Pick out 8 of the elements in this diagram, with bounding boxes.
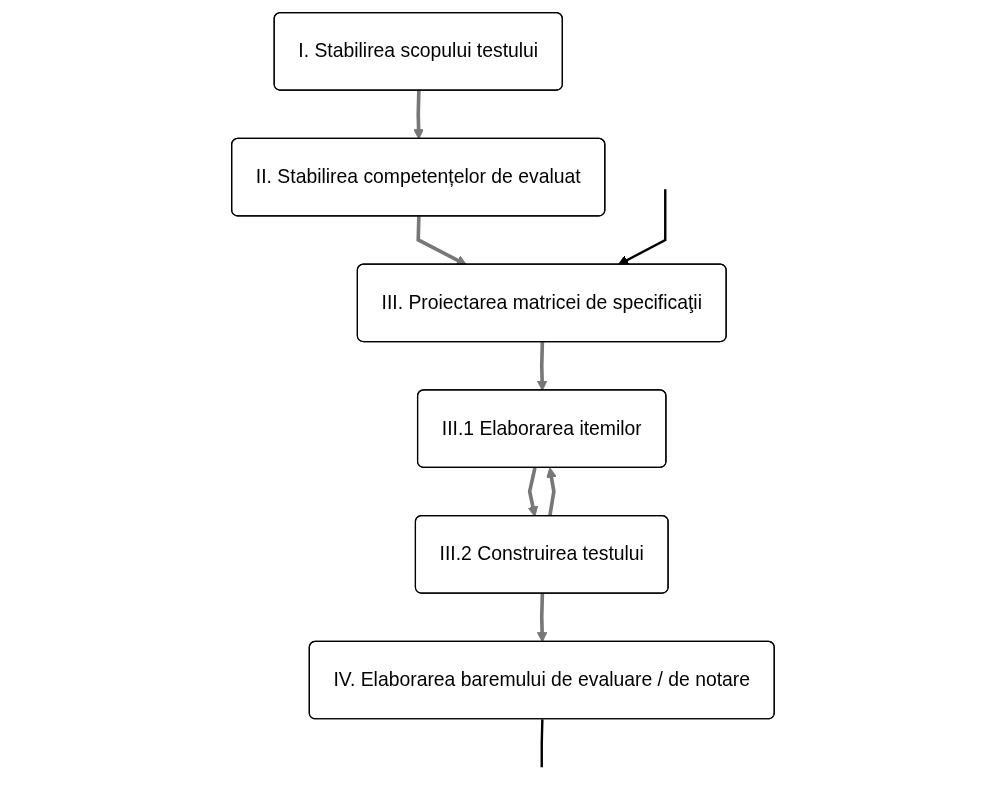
arrow xyxy=(536,593,548,643)
connector xyxy=(540,719,544,768)
arrow xyxy=(546,467,557,517)
arrow xyxy=(617,189,667,266)
arrow xyxy=(527,467,539,517)
arrow xyxy=(416,216,467,266)
arrow xyxy=(536,342,548,391)
arrow xyxy=(413,90,424,140)
